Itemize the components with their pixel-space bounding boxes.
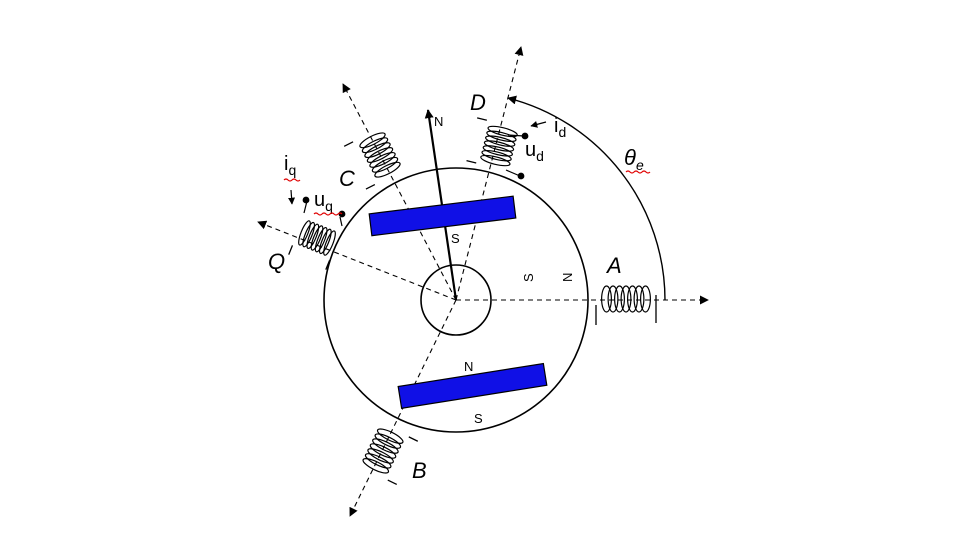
pole-n-right: N	[560, 273, 575, 282]
coil-loop	[364, 453, 392, 469]
coil-loop	[323, 230, 336, 256]
coil-loop	[369, 443, 397, 459]
coil-loop	[483, 140, 515, 152]
theta-subscript: e	[636, 157, 644, 173]
axis-label-a: A	[605, 253, 622, 278]
coil-loop	[480, 154, 511, 167]
axis-label-c: C	[339, 166, 355, 191]
axis-q-line	[257, 220, 457, 301]
coil-loop	[486, 130, 517, 143]
coil-d-bracket	[466, 117, 488, 164]
coil-loop	[372, 438, 399, 454]
coil-loop	[366, 147, 394, 163]
coil-d	[466, 117, 518, 167]
coil-loop	[359, 132, 386, 149]
coil-q	[288, 220, 336, 270]
uq-label: uq	[314, 189, 333, 214]
theta-label: θe	[624, 145, 644, 173]
coil-c-loops	[359, 132, 401, 178]
coil-loop	[640, 285, 651, 313]
coil-loop	[310, 225, 324, 251]
coil-loop	[376, 428, 404, 444]
coil-loop	[633, 285, 645, 313]
coil-loop	[481, 149, 512, 162]
uq-underline	[313, 212, 343, 216]
coil-loop	[607, 285, 619, 313]
coil-loop	[485, 135, 516, 147]
coil-loop	[374, 161, 401, 178]
coil-loop	[369, 151, 396, 168]
axis-label-d: D	[470, 90, 486, 115]
coil-loop	[482, 145, 513, 157]
coil-loop	[361, 137, 389, 154]
axis-label-b: B	[412, 458, 427, 483]
pole-n-bottom-magnet: N	[464, 359, 473, 374]
axis-label-q: Q	[268, 249, 285, 274]
coil-loop	[601, 285, 612, 313]
id-current-arrow	[530, 120, 547, 128]
ud-label: ud	[525, 139, 544, 164]
coil-a-loops	[601, 285, 651, 313]
coil-loop	[620, 285, 632, 313]
pole-s-bottom-magnet: S	[474, 411, 483, 426]
id-label: id	[554, 115, 566, 140]
stator-circle	[323, 167, 589, 433]
pole-n-rotor: N	[434, 114, 443, 129]
bottom-magnet	[397, 362, 548, 409]
iq-underline	[283, 178, 301, 182]
coil-a-bracket	[595, 295, 657, 325]
d-terminals	[505, 120, 547, 180]
q-terminals	[288, 189, 346, 227]
theta-underline	[625, 170, 651, 174]
coil-c	[343, 132, 401, 190]
coil-loop	[314, 226, 328, 253]
coil-loop	[302, 221, 316, 248]
coil-a	[595, 285, 657, 325]
top-magnet	[368, 195, 517, 237]
coil-q-loops	[298, 220, 336, 256]
coil-q-bracket	[288, 245, 331, 270]
coil-loop	[371, 156, 399, 173]
coil-b-bracket	[387, 436, 419, 485]
coil-loop	[374, 433, 402, 449]
shaft-circle	[420, 264, 492, 336]
pole-s-top-magnet: S	[451, 231, 460, 246]
coil-loop	[306, 223, 320, 250]
theta-symbol: θ	[624, 145, 636, 170]
coil-b-loops	[362, 428, 404, 474]
iq-label: iq	[284, 153, 296, 178]
iq-current-arrow	[288, 189, 296, 205]
coil-loop	[627, 285, 638, 313]
coil-b	[362, 428, 419, 485]
axis-c-line	[342, 83, 457, 301]
axis-d-line	[455, 46, 524, 301]
coil-loop	[318, 228, 332, 255]
coil-loop	[362, 458, 390, 474]
pole-s-right: S	[521, 273, 536, 282]
coil-loop	[367, 448, 394, 464]
coil-loop	[298, 220, 311, 246]
theta-arc	[507, 95, 666, 301]
coil-loop	[364, 142, 391, 159]
coil-c-bracket	[343, 141, 376, 190]
coil-loop	[614, 285, 625, 313]
